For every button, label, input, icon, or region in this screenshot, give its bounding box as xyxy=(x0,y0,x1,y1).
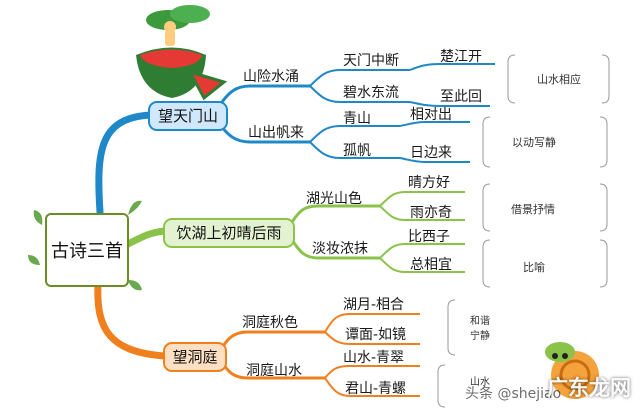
branch-1-1: 山险水涌 xyxy=(243,69,299,85)
note-3: 借景抒情 xyxy=(511,203,555,216)
bracket-1 xyxy=(507,54,516,104)
leaf-3-1: 湖月-相合 xyxy=(343,297,405,313)
blue-sub-3 xyxy=(399,121,470,127)
bracket-2 xyxy=(482,116,491,168)
blue-sub-1 xyxy=(409,63,495,71)
branch-2-1: 湖光山色 xyxy=(306,191,362,207)
branch-3-2: 洞庭山水 xyxy=(246,363,302,379)
sub-1-3: 相对出 xyxy=(410,107,452,123)
green-leaf-3 xyxy=(379,243,465,259)
leaf-1-4: 孤帆 xyxy=(343,143,371,159)
watermark-brand: 广东龙网 xyxy=(547,376,631,400)
watermelon-illustration xyxy=(136,5,228,101)
green-branch-1 xyxy=(290,204,380,223)
blue-sub-4 xyxy=(399,157,470,163)
blue-sub-2 xyxy=(409,101,490,107)
note-5: 和谐 宁静 xyxy=(470,316,490,342)
leaf-2-1: 晴方好 xyxy=(408,175,450,191)
trunk-blue xyxy=(95,111,154,216)
leaf-2-2: 雨亦奇 xyxy=(410,205,452,221)
blue-leaf-4 xyxy=(309,141,400,159)
trunk-orange xyxy=(94,280,169,360)
poem-title-3: 望洞庭 xyxy=(163,342,227,372)
poem-title-2: 饮湖上初晴后雨 xyxy=(163,218,295,248)
note-6: 山水 xyxy=(470,377,490,388)
bracket-4 xyxy=(482,239,491,288)
bracket-5 xyxy=(447,299,456,356)
leaf-2-3: 比西子 xyxy=(408,229,450,245)
leaf-2-4: 总相宜 xyxy=(410,257,452,273)
branch-3-1: 洞庭秋色 xyxy=(242,315,298,331)
bracket-3 xyxy=(482,183,491,232)
blue-leaf-3 xyxy=(309,125,400,143)
root-node: 古诗三首 xyxy=(45,213,129,287)
blue-leaf-2 xyxy=(309,85,410,103)
watermark-text: 头条 @shejiao xyxy=(465,386,562,402)
orange-leaf-1 xyxy=(324,313,420,333)
leaf-1-1: 天门中断 xyxy=(343,53,399,69)
note-1: 山水相应 xyxy=(537,73,581,86)
green-leaf-2 xyxy=(379,205,465,221)
green-branch-2 xyxy=(290,239,380,260)
bracket-1b xyxy=(601,54,610,104)
leaf-3-4: 君山-青螺 xyxy=(345,381,407,397)
leaf-1-3: 青山 xyxy=(343,111,371,127)
orange-branch-1 xyxy=(220,330,325,349)
orange-leaf-2 xyxy=(324,331,420,345)
sub-1-1: 楚江开 xyxy=(440,49,482,65)
snail-illustration xyxy=(545,342,599,399)
leaf-3-3: 山水-青翠 xyxy=(343,350,405,366)
sub-1-4: 日边来 xyxy=(410,145,452,161)
bracket-4b xyxy=(599,239,608,288)
bracket-2b xyxy=(599,116,608,168)
leaf-decoration xyxy=(28,200,142,291)
bracket-6 xyxy=(437,364,446,408)
leaf-1-2: 碧水东流 xyxy=(343,85,399,101)
green-leaf-1 xyxy=(379,191,465,207)
blue-branch-1 xyxy=(216,84,310,109)
note-2: 以动写静 xyxy=(512,136,556,149)
note-4: 比喻 xyxy=(523,261,545,274)
green-leaf-4 xyxy=(379,257,465,273)
sub-1-2: 至此回 xyxy=(440,89,482,105)
branch-2-2: 淡妆浓抹 xyxy=(312,241,368,257)
trunk-green xyxy=(122,227,169,249)
orange-leaf-4 xyxy=(324,377,420,397)
bracket-3b xyxy=(599,183,608,232)
blue-leaf-1 xyxy=(309,69,410,87)
branch-1-2: 山出帆来 xyxy=(248,125,304,141)
orange-leaf-3 xyxy=(324,365,420,379)
poem-title-1: 望天门山 xyxy=(148,101,228,131)
leaf-3-2: 谭面-如镜 xyxy=(345,327,407,343)
